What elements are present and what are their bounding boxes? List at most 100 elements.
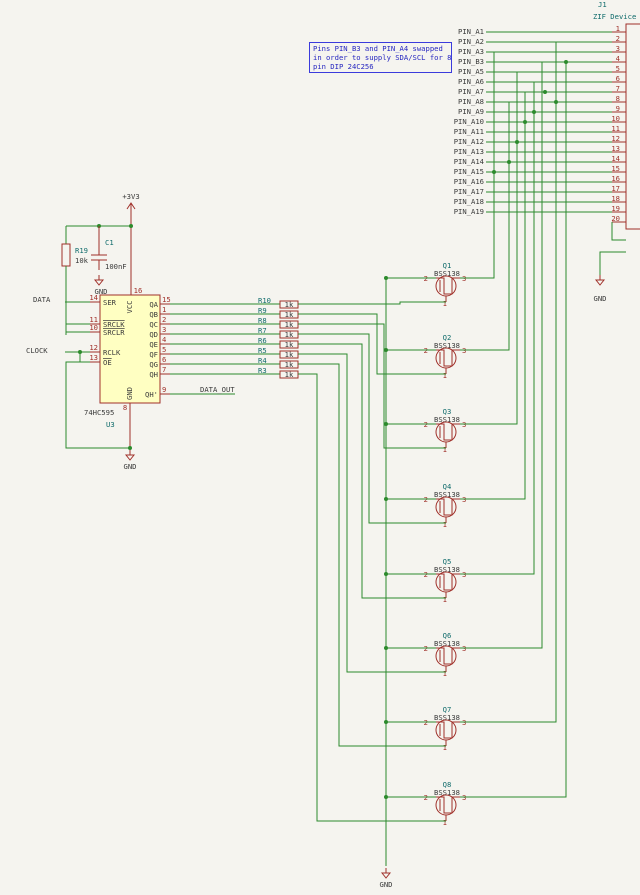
ic-pin-number: 16 — [134, 286, 143, 295]
connector-net-label: PIN_A13 — [454, 147, 484, 156]
ic-pin-name: QB — [149, 310, 158, 319]
ic-pin-number: 8 — [123, 403, 127, 412]
connector-net-label: PIN_A1 — [458, 27, 484, 36]
ic-pin-number: 6 — [162, 355, 166, 364]
connector-net-label: PIN_A7 — [458, 87, 484, 96]
ic-pin-name: QA — [149, 300, 158, 309]
resistor-value: 1k — [285, 340, 294, 349]
gate-wire — [298, 301, 446, 305]
connector-pin-number: 20 — [611, 214, 620, 223]
connector-net-label: PIN_A16 — [454, 177, 484, 186]
ic-pin-name: QE — [149, 340, 158, 349]
gate-wire — [298, 353, 446, 673]
resistor-value: 1k — [285, 330, 294, 339]
transistor-ref: Q7 — [443, 705, 452, 714]
ic-pin-number: 1 — [162, 305, 166, 314]
ic-pin-number: 14 — [89, 293, 98, 302]
mosfet-symbol — [436, 423, 460, 441]
transistor-pin-number: 1 — [443, 520, 447, 529]
vcc-label: +3V3 — [122, 192, 139, 201]
connector-pin-number: 10 — [611, 114, 620, 123]
connector-net-label: PIN_A10 — [454, 117, 484, 126]
connector-pin-number: 11 — [611, 124, 620, 133]
transistor-value: BSS138 — [434, 415, 460, 424]
junction-dot — [564, 60, 568, 64]
gnd-symbol — [380, 872, 392, 879]
ic-pin-number: 15 — [162, 295, 171, 304]
junction-dot — [554, 100, 558, 104]
transistor-value: BSS138 — [434, 788, 460, 797]
gnd-label: GND — [380, 880, 393, 889]
ic-pin-name: QD — [149, 330, 158, 339]
connector-net-label: PIN_A19 — [454, 207, 484, 216]
r19-ref: R19 — [75, 246, 88, 255]
connector-ref: J1 — [598, 0, 607, 9]
source-wire — [460, 42, 557, 723]
connector-pin-number: 15 — [611, 164, 620, 173]
gnd-label: GND — [124, 462, 137, 471]
connector-pin-number: 3 — [616, 44, 620, 53]
junction-dot — [532, 110, 536, 114]
ic-pin-name: SRCLR — [103, 328, 125, 337]
connector-pin-number: 1 — [616, 24, 620, 33]
transistor-value: BSS138 — [434, 269, 460, 278]
ic-pin-number: 13 — [89, 353, 98, 362]
source-wire — [460, 92, 526, 500]
ic-pin-name: SRCLK — [103, 320, 125, 329]
ic-pin-number: 4 — [162, 335, 166, 344]
connector-pin-number: 17 — [611, 184, 620, 193]
ic-pin-number: 3 — [162, 325, 166, 334]
resistor-ref: R3 — [258, 366, 267, 375]
ic-pin-number: 7 — [162, 365, 166, 374]
transistor-pin-number: 1 — [443, 371, 447, 380]
connector-net-label: PIN_A3 — [458, 47, 484, 56]
connector-net-label: PIN_A6 — [458, 77, 484, 86]
ic-pin-number: 10 — [89, 323, 98, 332]
swap-note: Pins PIN_B3 and PIN_A4 swapped in order … — [309, 42, 452, 73]
connector-pin20-wire — [611, 222, 626, 241]
gate-wire — [298, 363, 446, 747]
transistor-ref: Q6 — [443, 631, 452, 640]
connector-pin-number: 13 — [611, 144, 620, 153]
connector-net-label: PIN_A8 — [458, 97, 484, 106]
source-wire — [460, 82, 535, 575]
connector-pin-number: 4 — [616, 54, 620, 63]
connector-net-label: PIN_A11 — [454, 127, 484, 136]
transistor-pin-number: 1 — [443, 818, 447, 827]
ic-pin-number: 9 — [162, 385, 166, 394]
ic-pin-name: QF — [149, 350, 158, 359]
connector-value: ZIF Device U — [593, 12, 640, 21]
r19-body — [61, 243, 71, 267]
source-wire — [460, 62, 543, 649]
transistor-value: BSS138 — [434, 490, 460, 499]
ic-pin-number: 12 — [89, 343, 98, 352]
mosfet-symbol — [436, 573, 460, 591]
mosfet-symbol — [435, 719, 457, 741]
gate-wire — [298, 323, 446, 449]
junction-dot — [523, 120, 527, 124]
connector-net-label: PIN_A2 — [458, 37, 484, 46]
ic-pin-name: QH' — [145, 390, 158, 399]
ic-pin-number: 2 — [162, 315, 166, 324]
transistor-ref: Q2 — [443, 333, 452, 342]
resistor-value: 1k — [285, 350, 294, 359]
ic-pin-name: RCLK — [103, 348, 121, 357]
connector-pin-number: 5 — [616, 64, 620, 73]
srclk-wire — [65, 323, 90, 335]
connector-net-label: PIN_A17 — [454, 187, 484, 196]
source-wire — [460, 62, 567, 798]
gnd-label: GND — [95, 287, 108, 296]
mosfet-symbol — [436, 721, 460, 739]
ic-value: 74HC595 — [84, 408, 114, 417]
ic-pin-number: 11 — [89, 315, 98, 324]
data-out-label: DATA_OUT — [200, 385, 235, 394]
oe-gnd-wire — [65, 361, 130, 449]
transistor-value: BSS138 — [434, 341, 460, 350]
r19-value: 10k — [75, 256, 89, 265]
data-net-label: DATA — [33, 295, 51, 304]
gnd-symbol — [124, 454, 136, 461]
transistor-ref: Q5 — [443, 557, 452, 566]
resistor-ref: R8 — [258, 316, 267, 325]
resistor-ref: R6 — [258, 336, 267, 345]
ic-pin-name: VCC — [125, 301, 134, 314]
